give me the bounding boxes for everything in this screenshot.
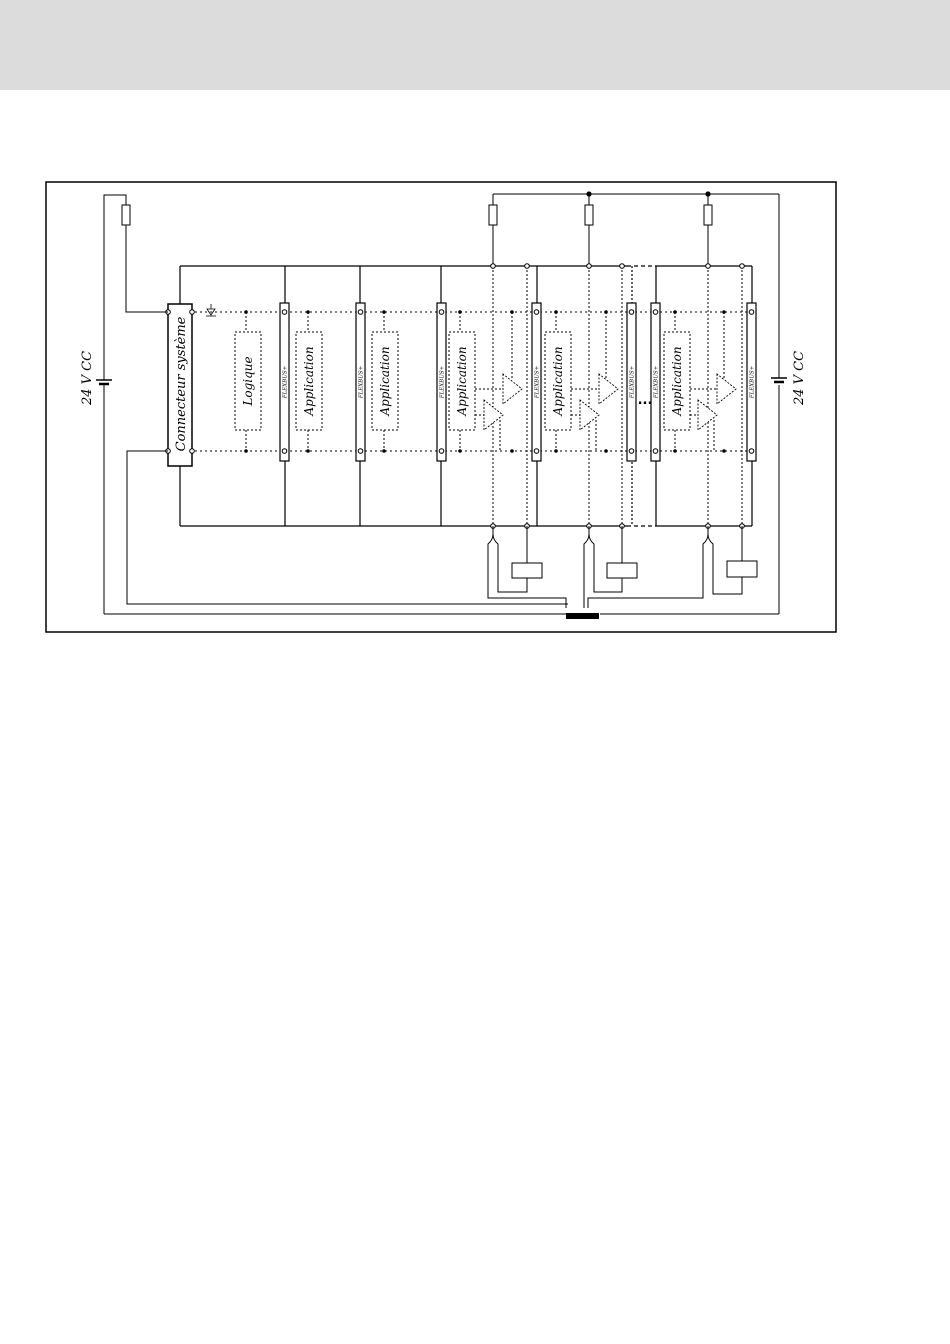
application-label-3: Application — [455, 346, 469, 416]
battery-left-icon — [96, 380, 112, 384]
application-label-1: Application — [302, 346, 316, 416]
module-ellipsis: ... — [638, 393, 653, 408]
application-label-4: Application — [551, 346, 565, 416]
battery-right-icon — [771, 378, 787, 382]
load-relay-icon — [512, 563, 542, 578]
application-label-2: Application — [378, 346, 392, 416]
flexbus-label-5: FLEXBUS+ — [630, 365, 636, 399]
output-verticals — [493, 266, 742, 526]
load-relay-icon — [607, 563, 637, 578]
flexbus-label-4: FLEXBUS+ — [535, 365, 541, 399]
application-label-5: Application — [670, 346, 684, 416]
supply-right-label: 24 V CC — [792, 351, 807, 406]
flexbus-label-7: FLEXBUS+ — [750, 365, 756, 399]
system-connector-label: Connecteur système — [174, 316, 189, 451]
output-driver-icons — [484, 374, 736, 430]
fuse-icon — [122, 205, 130, 225]
flexbus-label-2: FLEXBUS+ — [359, 365, 365, 399]
flexbus-label-1: FLEXBUS+ — [283, 365, 289, 399]
flexbus-label-6: FLEXBUS+ — [654, 365, 660, 399]
flexbus-label-3: FLEXBUS+ — [440, 365, 446, 399]
load-relay-icon — [727, 561, 757, 577]
supply-left-label: 24 V CC — [80, 351, 95, 406]
diode-icon — [206, 304, 216, 316]
logic-label: Logique — [241, 356, 255, 406]
ground-bar-icon — [566, 613, 599, 619]
fuse-icon — [704, 205, 712, 225]
fuse-icon — [585, 205, 593, 225]
fuse-icon — [489, 205, 497, 225]
